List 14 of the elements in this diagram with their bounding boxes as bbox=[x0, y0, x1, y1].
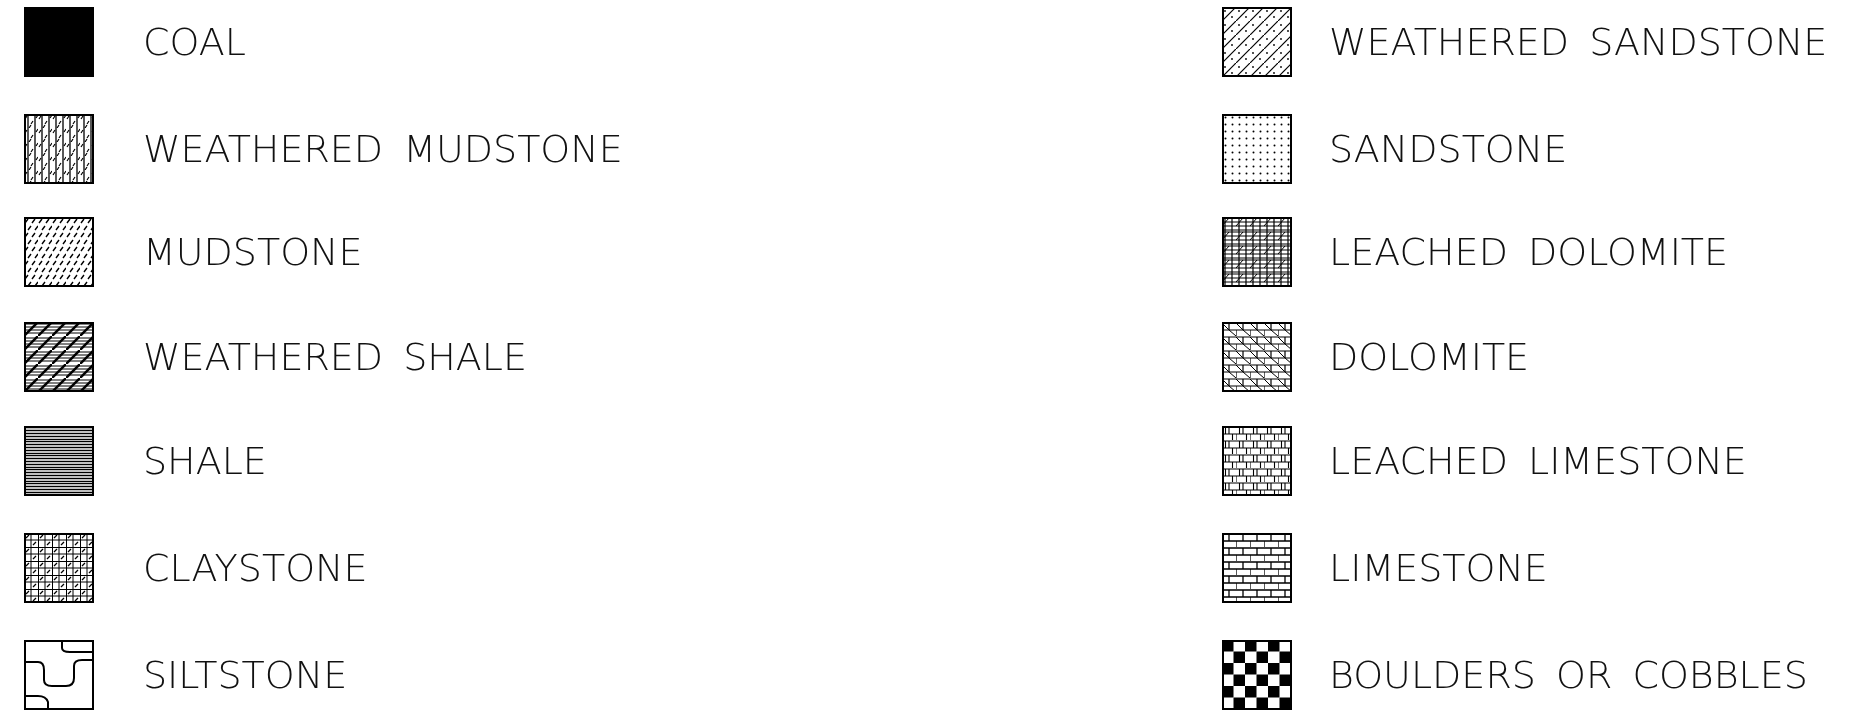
legend-text: SANDSTONE bbox=[1329, 126, 1568, 173]
legend-text: DOLOMITE bbox=[1329, 334, 1530, 381]
legend-text: LEACHED DOLOMITE bbox=[1329, 229, 1729, 276]
legend-text: WEATHERED SHALE bbox=[143, 334, 528, 381]
legend-text: CLAYSTONE bbox=[143, 545, 368, 592]
legend-text: WEATHERED MUDSTONE bbox=[143, 126, 623, 173]
legend-text: WEATHERED SANDSTONE bbox=[1329, 19, 1828, 66]
legend-text: COAL bbox=[143, 19, 246, 66]
legend-text: SILTSTONE bbox=[143, 652, 348, 699]
legend-text: BOULDERS OR COBBLES bbox=[1329, 652, 1808, 699]
legend-text: LEACHED LIMESTONE bbox=[1329, 438, 1747, 485]
legend-text: MUDSTONE bbox=[143, 229, 363, 276]
legend-text: LIMESTONE bbox=[1329, 545, 1548, 592]
legend-text: SHALE bbox=[143, 438, 267, 485]
